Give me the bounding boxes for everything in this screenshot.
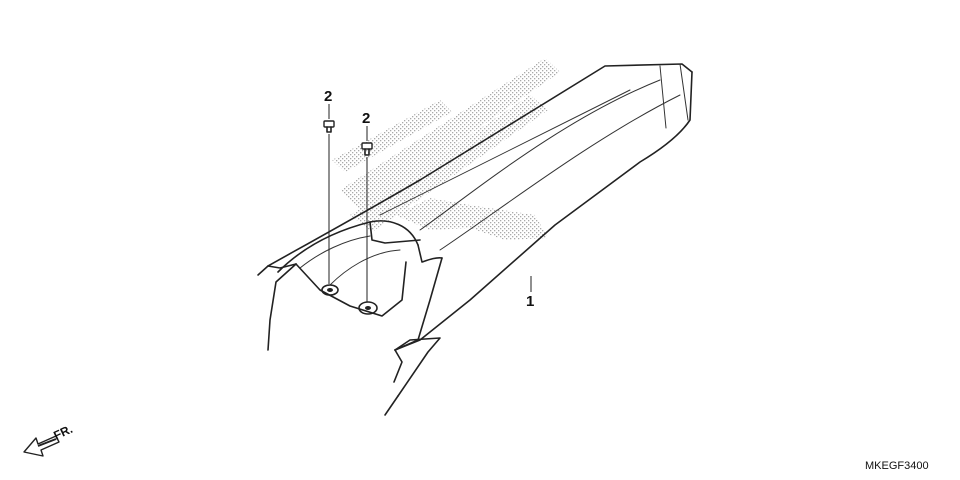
grommet-left <box>321 284 339 296</box>
screw-icon <box>323 120 335 133</box>
screw-icon <box>361 142 373 156</box>
callout-part-1: 1 <box>526 293 534 310</box>
fr-arrow-icon <box>23 435 60 457</box>
grommet-right <box>358 301 378 315</box>
part-code: MKEGF3400 <box>865 460 929 472</box>
callout-part-2b: 2 <box>362 110 370 127</box>
callout-part-2a: 2 <box>324 88 332 105</box>
rear-seat-cowl <box>257 63 693 416</box>
direction-label: FR. <box>51 422 74 443</box>
stripe-decal <box>332 58 560 240</box>
